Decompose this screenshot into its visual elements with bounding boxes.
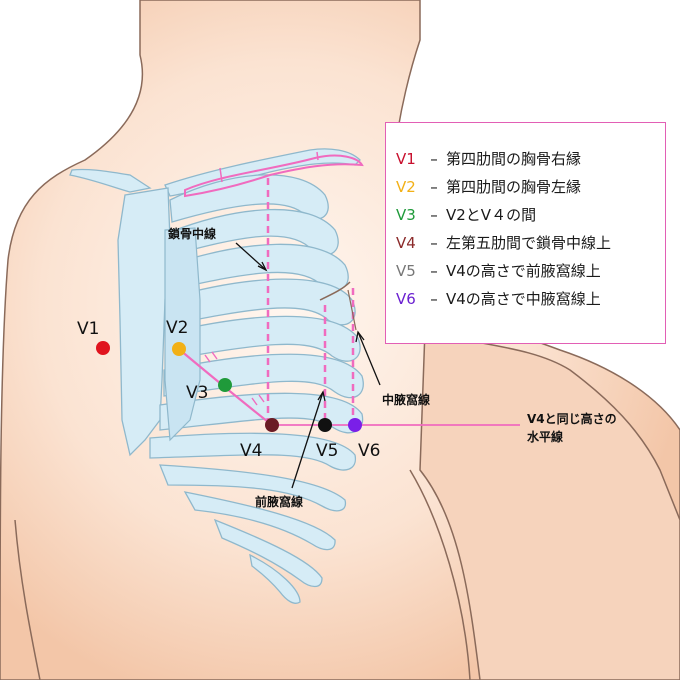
legend-row-v1: V1–第四肋間の胸骨右縁	[396, 145, 665, 173]
axilla-contour	[319, 281, 351, 301]
v3-label: V3	[186, 383, 208, 403]
v4-electrode-dot	[265, 418, 279, 432]
midclavicular-annotation: 鎖骨中線	[168, 226, 216, 241]
mid-axillary-annotation: 中腋窩線	[382, 392, 430, 407]
legend-row-v6: V6–V4の高さで中腋窩線上	[396, 285, 665, 313]
legend-row-v2: V2–第四肋間の胸骨左縁	[396, 173, 665, 201]
left-arm	[419, 328, 680, 680]
right-clavicle	[69, 168, 152, 193]
legend-row-v3: V3–V2とV４の間	[396, 201, 665, 229]
costal-cartilage	[164, 227, 201, 442]
annotation-arrows	[235, 242, 381, 489]
arm-crease	[409, 469, 471, 680]
right-side-contour	[14, 519, 41, 680]
lead-placement-legend: V1–第四肋間の胸骨右縁 V2–第四肋間の胸骨左縁 V3–V2とV４の間 V4–…	[385, 122, 666, 344]
legend-code: V5	[396, 262, 416, 280]
v2-label: V2	[166, 318, 188, 338]
anterior-axillary-annotation: 前腋窩線	[255, 494, 303, 509]
legend-text: 第四肋間の胸骨左縁	[446, 178, 582, 196]
horizontal-line-annotation-1: V4と同じ高さの	[527, 411, 617, 426]
v2-electrode-dot	[172, 342, 186, 356]
v6-electrode-dot	[348, 418, 362, 432]
v3-electrode-dot	[218, 378, 232, 392]
horizontal-line-annotation-2: 水平線	[527, 429, 563, 444]
legend-text: V4の高さで中腋窩線上	[446, 290, 601, 308]
legend-text: V4の高さで前腋窩線上	[446, 262, 601, 280]
rib-cage	[149, 174, 364, 604]
legend-row-v5: V5–V4の高さで前腋窩線上	[396, 257, 665, 285]
legend-code: V3	[396, 206, 416, 224]
electrode-markers	[96, 341, 362, 432]
legend-row-v4: V4–左第五肋間で鎖骨中線上	[396, 229, 665, 257]
v1-label: V1	[77, 319, 99, 339]
legend-code: V1	[396, 150, 416, 168]
v5-label: V5	[316, 441, 338, 461]
legend-code: V2	[396, 178, 416, 196]
clavicle-outline-highlight	[184, 154, 364, 198]
v6-label: V6	[358, 441, 380, 461]
v1-electrode-dot	[96, 341, 110, 355]
legend-text: 左第五肋間で鎖骨中線上	[446, 234, 612, 252]
v5-electrode-dot	[318, 418, 332, 432]
legend-code: V6	[396, 290, 416, 308]
v4-label: V4	[240, 441, 262, 461]
legend-code: V4	[396, 234, 416, 252]
legend-text: V2とV４の間	[446, 206, 537, 224]
legend-text: 第四肋間の胸骨右縁	[446, 150, 582, 168]
